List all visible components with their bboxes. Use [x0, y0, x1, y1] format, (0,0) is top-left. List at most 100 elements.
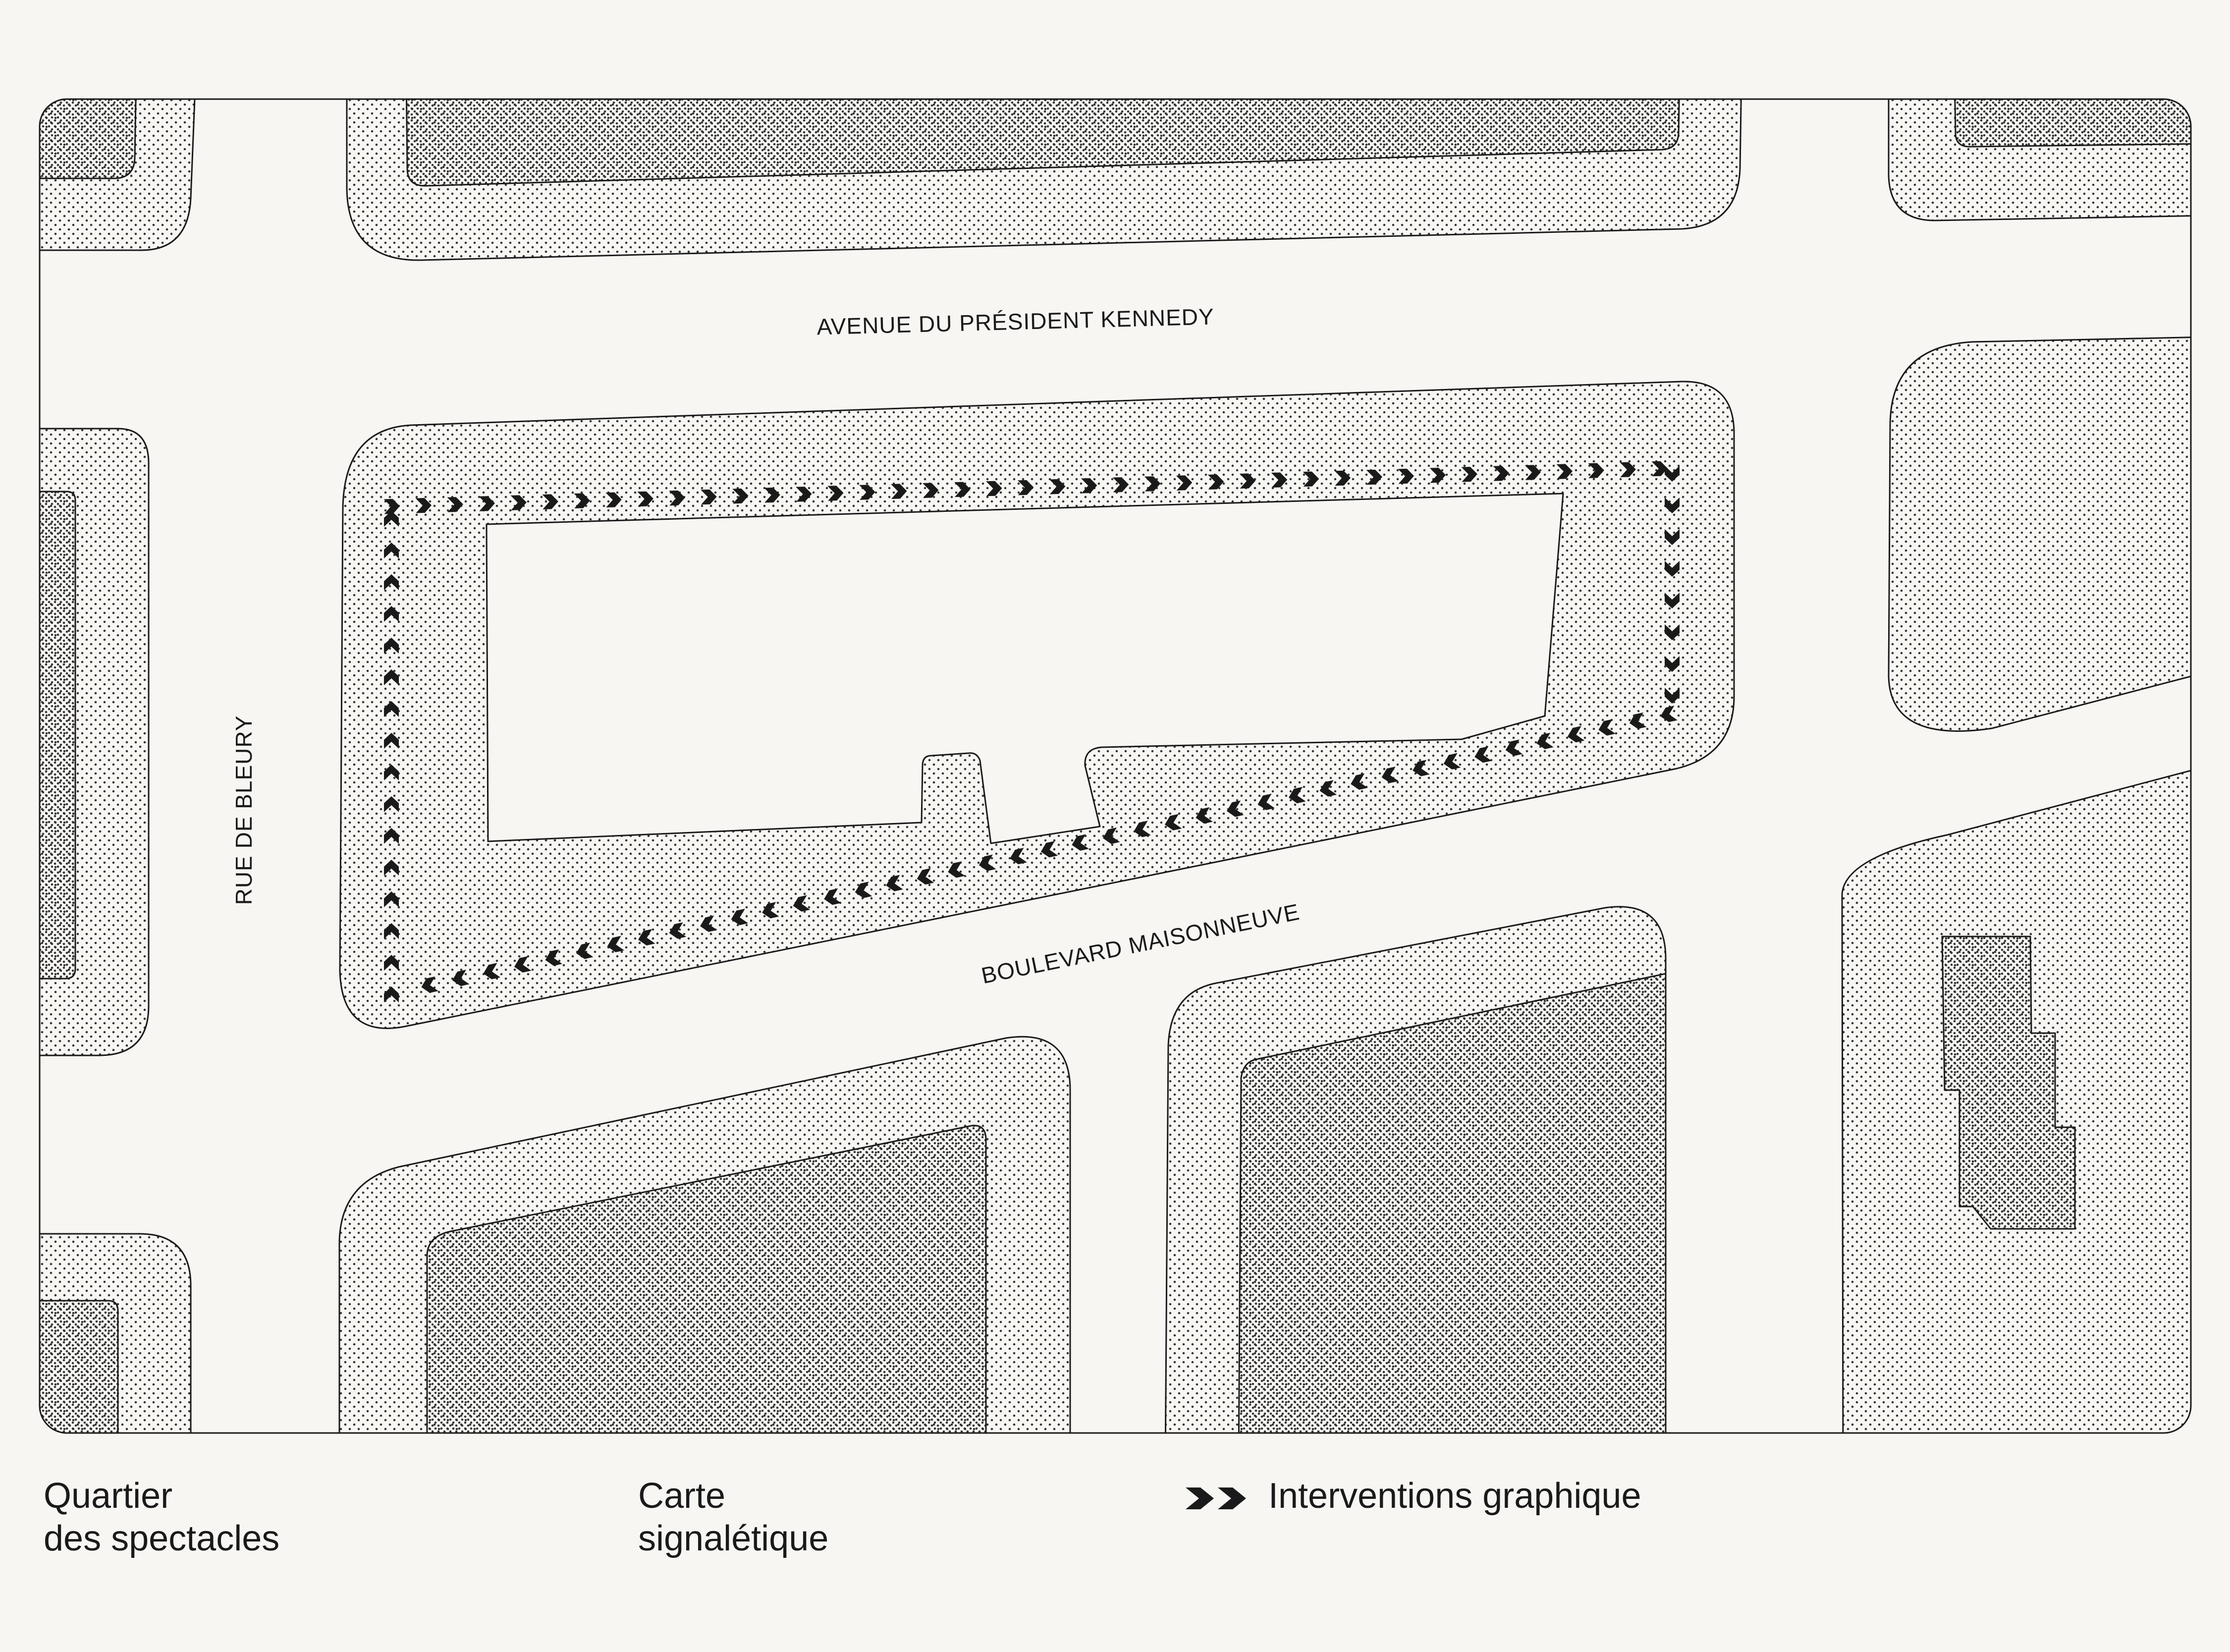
route-chevron: [384, 860, 399, 876]
route-chevron: [1227, 800, 1244, 817]
route-chevron: [1493, 466, 1509, 481]
route-chevron: [1665, 688, 1680, 704]
route-chevron: [383, 498, 400, 514]
legend-carte-line1: Carte: [638, 1476, 726, 1516]
route-chevron: [384, 733, 399, 749]
route-chevron: [917, 868, 934, 885]
route-chevron: [1049, 479, 1066, 495]
route-chevron: [1381, 767, 1399, 783]
route-chevron: [384, 511, 399, 527]
route-chevron: [1660, 706, 1678, 722]
route-chevron: [384, 828, 399, 844]
route-chevron: [607, 936, 625, 952]
route-chevron: [1665, 656, 1680, 672]
block-central-site: [339, 381, 1735, 1029]
route-chevron: [669, 490, 685, 506]
route-chevron: [1351, 773, 1368, 790]
route-chevron: [514, 956, 532, 973]
route-chevron: [979, 854, 996, 871]
block-right-middle: [1888, 336, 2191, 732]
route-chevron: [948, 861, 965, 878]
route-chevron: [1524, 465, 1541, 480]
route-chevron: [1588, 463, 1604, 479]
route-chevron: [384, 606, 399, 622]
route-chevron: [1665, 466, 1680, 482]
route-chevron: [1289, 787, 1306, 804]
route-chevron: [762, 902, 779, 919]
route-chevron: [384, 638, 399, 654]
route-chevron: [855, 881, 872, 898]
block-top-right: [1888, 99, 2191, 221]
route-chevron: [732, 488, 749, 504]
route-chevron: [1303, 471, 1319, 487]
route-chevron: [1598, 719, 1616, 736]
legend-carte-line2: signalétique: [638, 1519, 829, 1558]
route-chevron: [452, 969, 470, 987]
route-chevron: [1429, 468, 1446, 483]
route-chevron: [638, 929, 655, 946]
route-chevron: [764, 488, 780, 503]
route-chevron: [1081, 478, 1097, 494]
route-chevron: [1665, 497, 1680, 513]
route-chevron: [1207, 474, 1224, 490]
route-chevron: [576, 942, 594, 959]
route-chevron: [886, 875, 903, 891]
route-chevron: [731, 908, 749, 926]
route-chevron: [447, 497, 463, 512]
route-chevron: [1072, 834, 1089, 851]
route-chevron: [1651, 461, 1668, 477]
route-chevron: [415, 498, 432, 513]
route-chevron: [605, 492, 622, 508]
route-chevron: [827, 486, 844, 501]
route-chevron: [384, 543, 399, 558]
route-chevron: [1556, 464, 1573, 479]
route-chevron: [421, 976, 438, 993]
route-chevron: [891, 484, 907, 499]
route-chevron: [637, 491, 653, 507]
route-chevron: [1164, 814, 1182, 830]
route-chevron: [1629, 712, 1647, 729]
route-chevron: [384, 574, 399, 590]
route-chevron: [384, 701, 399, 717]
block-left-bottom: [40, 1233, 192, 1433]
route-chevron: [669, 922, 687, 939]
route-chevron: [1017, 480, 1034, 496]
route-chevron: [384, 669, 399, 685]
route-chevron: [1134, 821, 1151, 837]
route-chevron: [1144, 476, 1161, 492]
legend-carte: Carte signalétique: [638, 1475, 828, 1560]
route-chevron: [1102, 827, 1120, 844]
route-chevron: [384, 955, 399, 971]
route-chevron: [1239, 473, 1256, 489]
route-chevron: [1271, 472, 1288, 488]
route-chevron: [986, 481, 1002, 496]
route-chevron: [1474, 746, 1492, 763]
route-chevron: [1665, 529, 1680, 545]
double-chevron-icon: [1186, 1487, 1246, 1509]
route-chevron: [1665, 593, 1680, 608]
route-chevron: [1505, 739, 1523, 756]
route-chevron: [859, 485, 875, 500]
route-chevron: [384, 796, 399, 812]
route-chevron: [542, 494, 558, 509]
route-chevron: [1413, 760, 1430, 776]
block-bottom-left-center: [338, 1036, 1071, 1433]
street-label-rue: RUE DE BLEURY: [231, 716, 257, 905]
legend-interventions: Interventions graphique: [1268, 1476, 1641, 1516]
route-chevron: [1010, 848, 1027, 865]
route-chevron: [1040, 841, 1058, 858]
route-chevron: [700, 915, 717, 932]
route-chevron: [954, 482, 971, 497]
route-chevron: [384, 923, 399, 939]
legend-quartier-line2: des spectacles: [44, 1519, 280, 1558]
route-chevron: [1319, 780, 1337, 797]
block-bottom-center: [1164, 906, 1667, 1433]
block-top-left: [40, 99, 197, 251]
route-chevron: [1398, 468, 1414, 484]
route-chevron: [701, 489, 717, 505]
route-chevron: [1665, 624, 1680, 640]
block-bottom-right: [1841, 765, 2191, 1433]
route-chevron: [793, 895, 811, 912]
route-chevron: [824, 888, 841, 905]
